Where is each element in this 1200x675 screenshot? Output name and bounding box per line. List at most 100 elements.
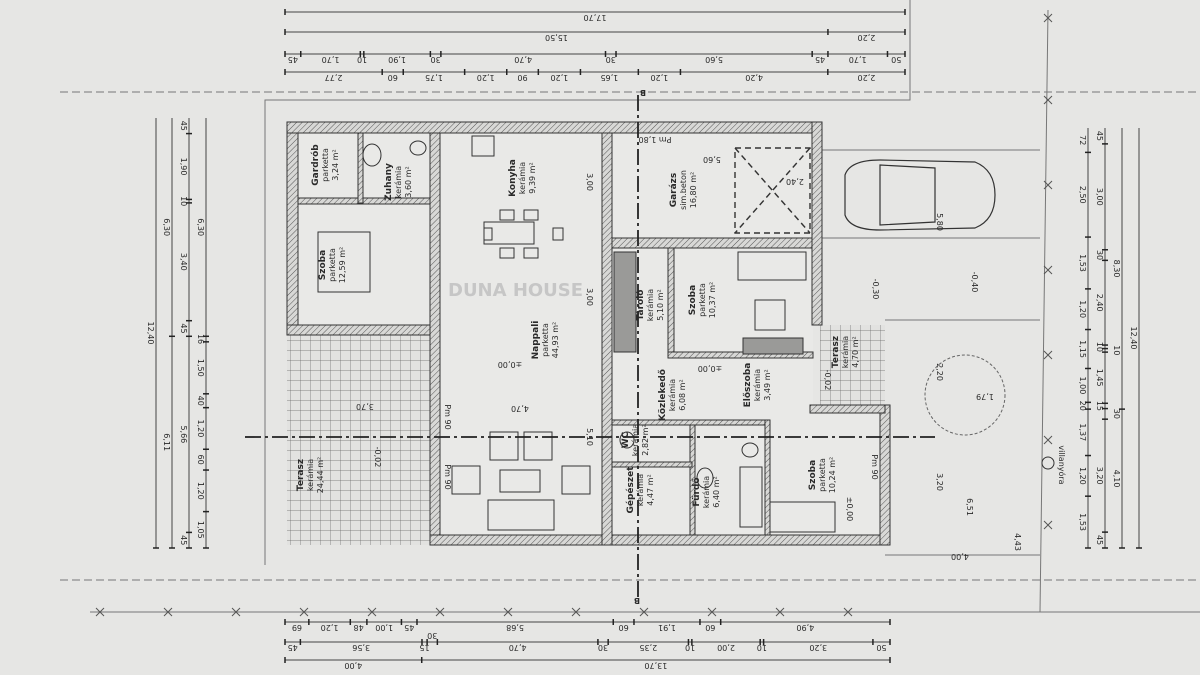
fence-post-icon — [843, 607, 853, 617]
fence-post-icon — [775, 607, 785, 617]
annotation-level-terrace-small: -0,02 — [823, 370, 832, 391]
dimension-label: 15,50 — [545, 33, 568, 42]
annotation-right-320: 3,20 — [935, 473, 944, 491]
fence-post-icon — [163, 607, 173, 617]
dimension-label: 2,50 — [1078, 186, 1087, 204]
room-floor: kerámia — [518, 162, 527, 194]
dimension-label: 4,20 — [745, 73, 763, 82]
dimension-label: 16 — [196, 334, 205, 344]
dimension-label: 6,11 — [162, 433, 171, 451]
fence-post-icon — [1043, 13, 1053, 23]
dimension-label: 10 — [1112, 345, 1121, 355]
dimension-label: 13,70 — [644, 661, 667, 670]
room-name: Gardrób — [310, 144, 321, 186]
room-floor: parketta — [818, 458, 827, 492]
dimension-label: 45 — [1095, 131, 1104, 141]
room-name: Konyha — [508, 159, 518, 197]
annotation-right-651: 6,51 — [965, 498, 974, 516]
annotation-level-living: ±0,00 — [498, 360, 523, 369]
room-name: Közlekedő — [658, 369, 668, 421]
dimension-label: 30 — [1095, 250, 1104, 260]
room-floor: kerámia — [841, 336, 850, 368]
room-name: WC — [621, 431, 631, 448]
dimension-label: 20 — [1078, 401, 1087, 411]
annotation-level-hall: ±0,00 — [698, 364, 723, 373]
dimension-label: 1,90 — [179, 158, 188, 176]
utility-meter-icon — [1041, 456, 1055, 470]
annotation-dim-370: 3,70 — [356, 402, 374, 411]
room-area: 2,82 m² — [641, 424, 650, 455]
dimension-label: 2,40 — [1095, 294, 1104, 312]
room-name: Garázs — [669, 173, 679, 208]
tree-icon — [924, 354, 1006, 436]
dimension-label: 3,56 — [352, 643, 370, 652]
room-name: Fürdő — [692, 477, 702, 506]
dimension-label: 10 — [357, 55, 367, 64]
room-floor: parketta — [698, 283, 707, 317]
dimension-label: 2,00 — [717, 643, 735, 652]
room-name: Gépészet — [625, 466, 636, 514]
annotation-sill-2: Pm 90 — [443, 464, 452, 489]
annotation-utility-label: villanyóra — [1057, 445, 1067, 484]
dimension-label: 15 — [419, 643, 429, 652]
dimension-label: 1,05 — [196, 521, 205, 539]
room-floor: kerámia — [306, 459, 315, 491]
dimension-label: 12,40 — [1129, 327, 1138, 350]
fence-post-icon — [707, 607, 717, 617]
car-icon — [844, 159, 996, 231]
dimension-label: 3,40 — [179, 253, 188, 271]
dimension-label: 1,00 — [1078, 377, 1087, 395]
annotation-level-terrace: -0,02 — [373, 447, 382, 468]
fence-markers — [95, 13, 1053, 617]
dimension-label: 1,20 — [1078, 300, 1087, 318]
room-area: 12,59 m² — [338, 247, 347, 283]
dimension-label: 1,37 — [1078, 423, 1087, 441]
room-floor: parketta — [328, 248, 337, 282]
dimension-label: 45 — [179, 535, 188, 545]
dimension-label: 60 — [619, 623, 629, 632]
dimension-label: 1,00 — [375, 623, 393, 632]
room-area: 44,93 m² — [551, 322, 560, 358]
room-area: 10,24 m² — [828, 457, 837, 493]
dimension-label: 1,20 — [650, 73, 668, 82]
dimension-label: 1,75 — [425, 73, 443, 82]
dimension-label: 50 — [876, 643, 886, 652]
room-area: 16,80 m² — [689, 172, 698, 208]
room-area: 5,10 m² — [656, 289, 665, 320]
fence-post-icon — [95, 607, 105, 617]
annotation-level-outside: -0,30 — [871, 279, 880, 300]
dimension-label: 1,20 — [321, 623, 339, 632]
room-area: 3,24 m² — [331, 149, 340, 180]
room-name: Szoba — [688, 285, 698, 315]
annotation-garage-width: 5,60 — [703, 155, 721, 164]
fence-post-icon — [571, 607, 581, 617]
watermark-logo: DUNA HOUSE — [448, 280, 583, 301]
dimension-label: 1,53 — [1078, 254, 1087, 272]
room-name: Terasz — [296, 459, 306, 491]
site-lines — [60, 0, 1200, 613]
room-floor: kerámia — [394, 166, 403, 198]
fence-post-icon — [1043, 520, 1053, 530]
room-name: Zuhany — [384, 163, 394, 201]
dimension-label: 40 — [196, 396, 205, 406]
dimension-label: 30 — [1112, 409, 1121, 419]
fence-post-icon — [367, 607, 377, 617]
fence-post-icon — [1043, 265, 1053, 275]
dimension-label: 17,70 — [584, 13, 607, 22]
annotation-dim-510: 5,10 — [585, 428, 594, 446]
dimension-label: 69 — [292, 623, 302, 632]
dimension-label: 48 — [354, 623, 364, 632]
annotation-right-179: 1,79 — [976, 392, 994, 401]
room-area: 4,47 m² — [646, 474, 655, 505]
dimension-label: 1,20 — [196, 420, 205, 438]
storage-shelving — [613, 251, 637, 353]
